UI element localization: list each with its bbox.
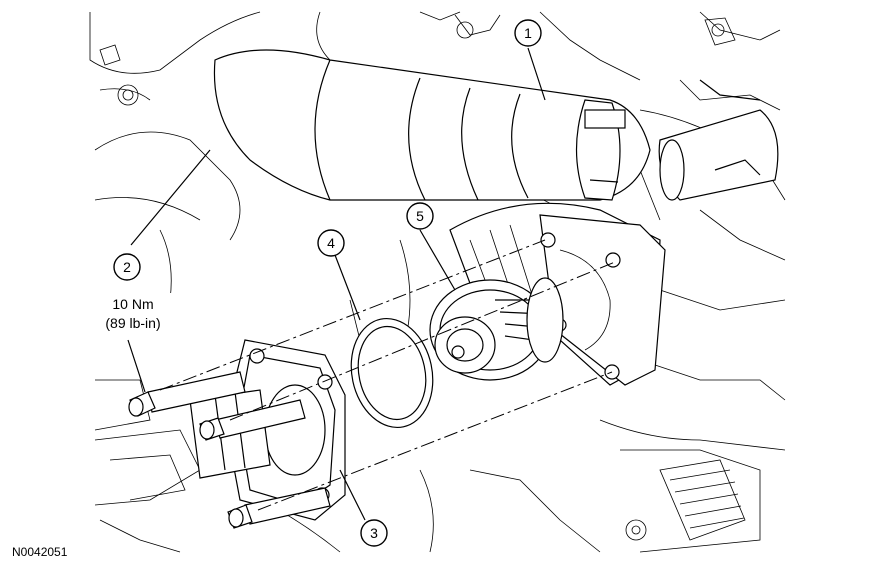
torque-specification: 10 Nm (89 lb-in) bbox=[92, 293, 174, 335]
callout-5: 5 bbox=[406, 202, 434, 230]
torque-metric: 10 Nm bbox=[112, 296, 153, 312]
callout-4-label: 4 bbox=[327, 235, 335, 251]
callout-3: 3 bbox=[360, 519, 388, 547]
callout-5-label: 5 bbox=[416, 208, 424, 224]
callout-3-label: 3 bbox=[370, 525, 378, 541]
upper-radiator-hose bbox=[213, 49, 651, 201]
bolt bbox=[128, 371, 246, 417]
thermostat bbox=[429, 277, 564, 381]
callout-4: 4 bbox=[317, 229, 345, 257]
callout-1-label: 1 bbox=[524, 25, 532, 41]
figure-id: N0042051 bbox=[12, 545, 68, 559]
hose-clamp bbox=[575, 99, 626, 201]
torque-imperial: (89 lb-in) bbox=[105, 315, 160, 331]
outlet-pipe bbox=[658, 79, 779, 201]
bolts bbox=[128, 371, 331, 529]
bolt bbox=[199, 399, 306, 441]
bolt bbox=[227, 487, 331, 529]
leader-lines bbox=[127, 47, 546, 521]
seal-gasket bbox=[350, 317, 434, 429]
alignment-lines bbox=[159, 239, 616, 511]
callout-2-label: 2 bbox=[123, 259, 131, 275]
callout-2: 2 bbox=[113, 253, 141, 281]
callout-1: 1 bbox=[514, 19, 542, 47]
